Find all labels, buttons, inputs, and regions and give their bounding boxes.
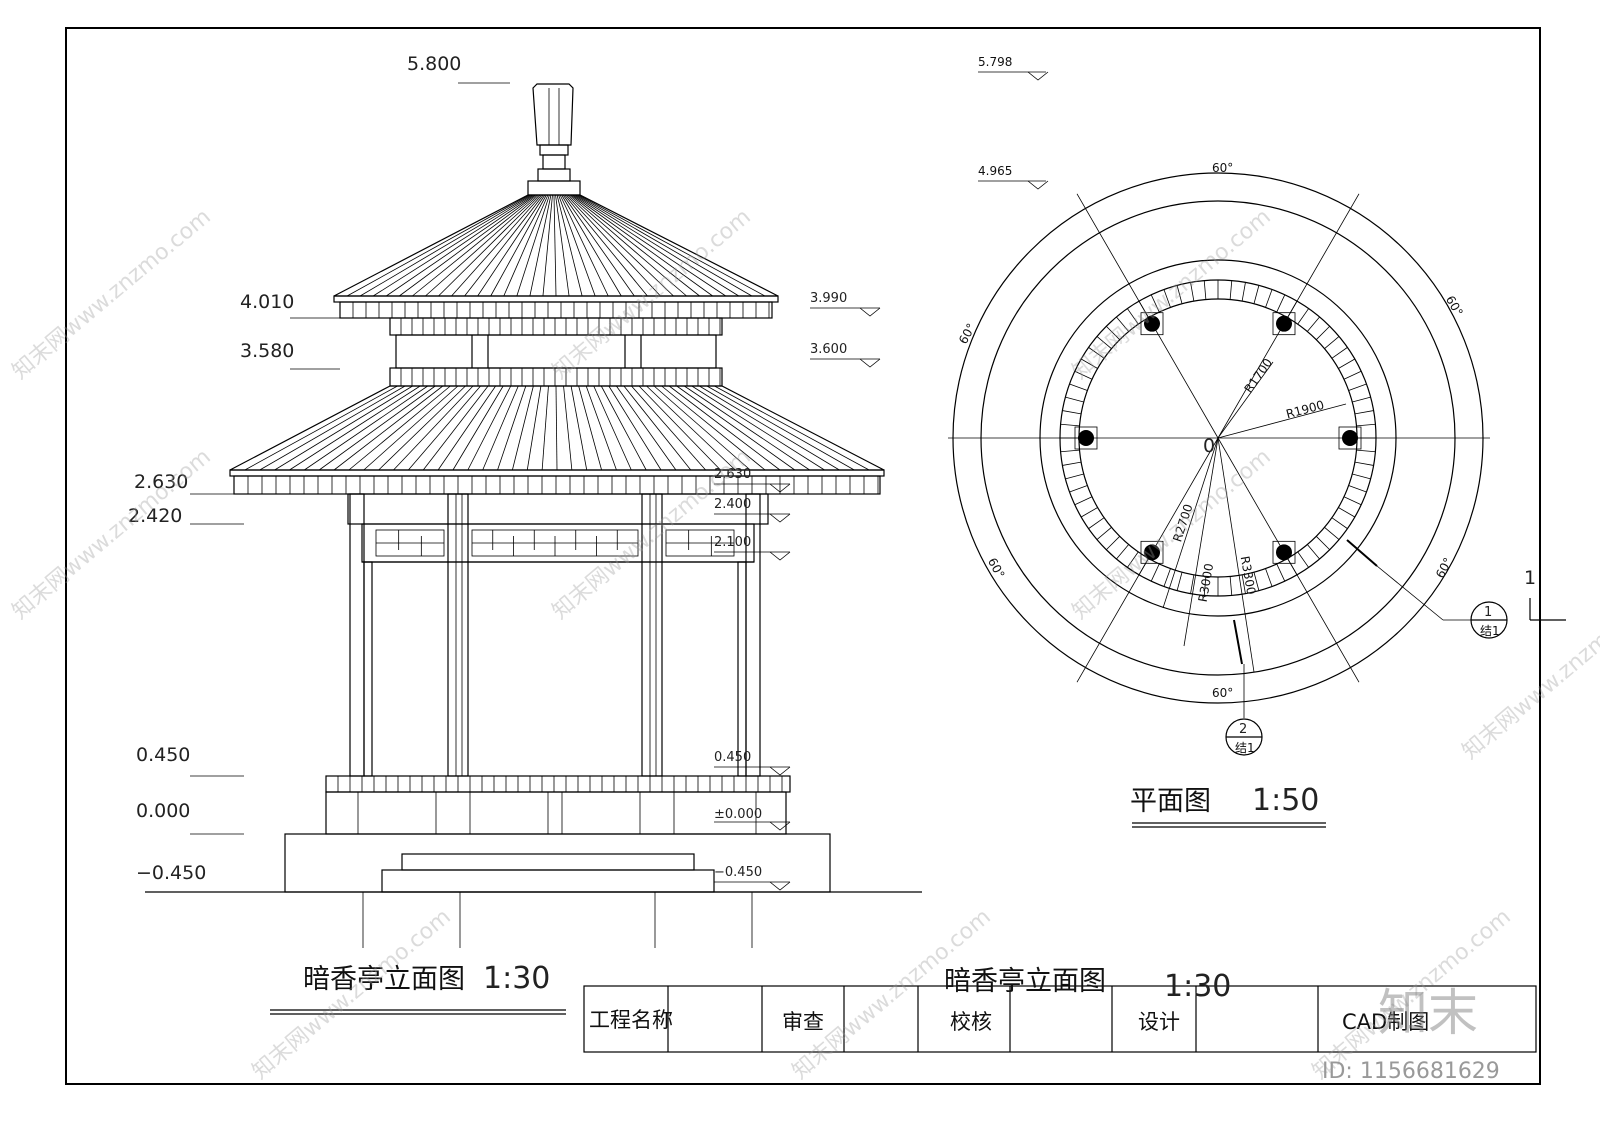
level-r-0450: 0.450	[714, 750, 751, 765]
drawing-frame	[65, 27, 1541, 1085]
radius-r3000: R3000	[1196, 562, 1217, 603]
angle-top-left: 60°	[956, 321, 978, 346]
watermark-id: ID: 1156681629	[1322, 1059, 1500, 1084]
level-4010: 4.010	[240, 291, 294, 313]
plan-title: 平面图	[1130, 786, 1211, 817]
angle-bottom: 60°	[1212, 686, 1233, 700]
elevation-scale: 1:30	[483, 961, 550, 996]
watermark-text: 知末网www.znzmo.com	[8, 204, 216, 384]
finial	[532, 83, 574, 146]
level-minus-0450: −0.450	[136, 862, 206, 884]
radius-r1900: R1900	[1285, 398, 1326, 422]
seat-rail	[325, 775, 791, 793]
platform	[284, 833, 831, 893]
cell-project-name: 工程名称	[589, 1008, 673, 1032]
plan-scale: 1:50	[1252, 783, 1319, 818]
level-r-3990: 3.990	[810, 291, 847, 306]
watermark-text: 知末网www.znzmo.com	[8, 444, 216, 624]
upper-drum-band	[389, 317, 723, 336]
detail-1-sheet: 结1	[1480, 624, 1500, 638]
level-5800: 5.800	[407, 53, 461, 75]
cell-design: 设计	[1138, 1010, 1180, 1034]
detail-2-sheet: 结1	[1235, 741, 1255, 755]
cell-review: 审查	[782, 1010, 824, 1034]
level-r-0000: ±0.000	[714, 807, 762, 822]
angle-bottom-left: 60°	[985, 555, 1007, 580]
level-0000: 0.000	[136, 800, 190, 822]
angle-bottom-right: 60°	[1433, 555, 1455, 580]
level-r-2400: 2.400	[714, 497, 751, 512]
cell-cad-drawing: CAD制图	[1342, 1010, 1429, 1034]
level-3580: 3.580	[240, 340, 294, 362]
level-0450: 0.450	[136, 744, 190, 766]
level-2630: 2.630	[134, 471, 188, 493]
radius-r1700: R1700	[1241, 356, 1275, 396]
detail-1-number: 1	[1484, 605, 1492, 620]
detail-2-number: 2	[1239, 722, 1247, 737]
angle-top-right: 60°	[1443, 293, 1466, 318]
plan-center-label: 0	[1203, 435, 1215, 457]
plan-drawing	[948, 71, 1566, 756]
elevation-title: 暗香亭立面图	[303, 964, 465, 995]
watermark-brand: 知末	[1378, 984, 1478, 1042]
plan-level-4965: 4.965	[978, 164, 1012, 178]
cell-check: 校核	[950, 1010, 992, 1034]
watermark-text: 知末网www.znzmo.com	[1068, 444, 1276, 624]
plan-level-5798: 5.798	[978, 55, 1012, 69]
elevation-drawing	[145, 82, 922, 948]
overlay-title: 暗香亭立面图	[944, 966, 1106, 997]
level-r-minus-0450: −0.450	[714, 865, 762, 880]
level-r-2630: 2.630	[714, 467, 751, 482]
angle-top: 60°	[1212, 161, 1233, 175]
overlay-scale: 1:30	[1164, 969, 1231, 1004]
level-2420: 2.420	[128, 505, 182, 527]
level-r-2100: 2.100	[714, 535, 751, 550]
level-r-3600: 3.600	[810, 342, 847, 357]
radius-r3300: R3300	[1238, 555, 1259, 596]
watermarks: 知末网www.znzmo.com 知末网www.znzmo.com 知末网www.z…	[8, 204, 1600, 1084]
section-mark-number: 1	[1524, 567, 1536, 589]
title-block	[583, 985, 1537, 1053]
watermark-text: 知末网www.znzmo.com	[1458, 584, 1600, 764]
